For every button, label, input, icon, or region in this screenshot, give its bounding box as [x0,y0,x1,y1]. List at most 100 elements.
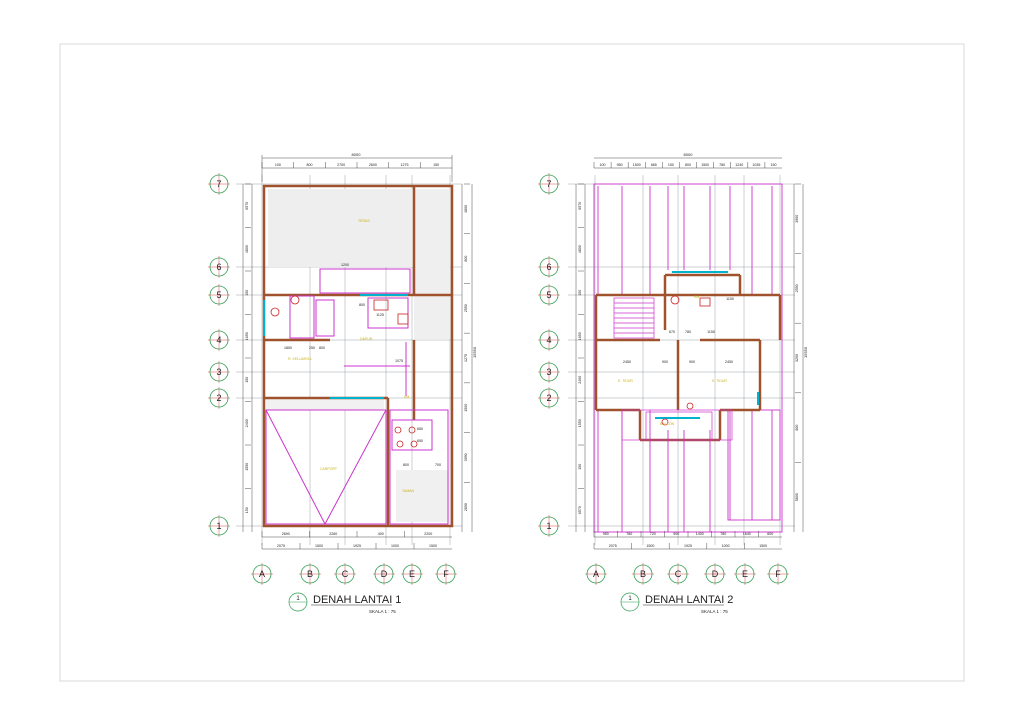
row-bubble-label: 2 [216,393,221,403]
row-bubble-label: 3 [546,367,551,377]
row-bubble-label: 5 [546,290,551,300]
svg-text:K. TIDUR: K. TIDUR [712,379,727,383]
staircase [613,297,733,441]
bottom-dim-inner-value: 950 [603,532,609,536]
column-bubble-label: D [381,569,388,579]
column-bubble-label: C [675,569,682,579]
bottom-dim-inner-value: 720 [650,532,656,536]
top-dim-value: 800 [307,163,313,167]
svg-text:CARPORT: CARPORT [320,467,338,471]
left-dim-value: 6570 [245,202,249,210]
top-dim-value: 150 [668,163,674,167]
left-dim-value: 150 [245,507,249,513]
top-dim-value: 150 [433,163,439,167]
inner-dim-value: 800 [403,463,409,467]
column-bubble-label: F [443,569,449,579]
inner-dim-value: 2450 [623,360,631,364]
inner-dim-value: 2450 [725,360,733,364]
right-dim-value: 3200 [795,354,799,362]
row-bubble-label: 7 [546,179,551,189]
left-dim-value: 1550 [578,419,582,427]
bottom-dim-inner-value: 780 [626,532,632,536]
bottom-dim-inner-value: 900 [673,532,679,536]
plan-title: DENAH LANTAI 2 [645,594,733,606]
plan-title-block: 1 DENAH LANTAI 2 SKALA 1 : 75 [620,592,733,614]
left-dim-value: 4800 [245,245,249,253]
top-dim-value: 150 [770,163,776,167]
inner-dim-value: 900 [689,360,695,364]
bottom-dim-outer-value: 1925 [353,544,361,548]
svg-text:DAPUR: DAPUR [360,337,373,341]
bottom-dim-outer-value: 1500 [429,544,437,548]
inner-dim-value: 250 [309,346,315,350]
right-dim-value: 4800 [464,205,468,213]
row-bubble-label: 4 [546,335,551,345]
row-bubble-label: 5 [216,290,221,300]
view-number: 1 [628,596,632,602]
top-dim-value: 1500 [701,163,709,167]
inner-dim-value: 800 [319,346,325,350]
left-dim-value: 150 [245,377,249,383]
left-dim-value: 4800 [578,245,582,253]
top-dim-value: 1500 [633,163,641,167]
bottom-dim-inner-value: 1640 [743,532,751,536]
plan-title-block: 1 DENAH LANTAI 1 SKALA 1 : 75 [288,592,401,614]
column-bubble-label: D [712,569,719,579]
column-bubble-label: E [742,569,748,579]
inner-dim-value: 1075 [395,359,403,363]
plan-scale: SKALA 1 : 75 [701,609,728,614]
sheet-border [59,43,965,682]
right-dim-value: 1500 [464,404,468,412]
top-dim-value: 1275 [401,163,409,167]
inner-dim-value: 780 [685,330,691,334]
top-dim-value: 950 [617,163,623,167]
plan-scale: SKALA 1 : 75 [369,609,396,614]
overall-height: 15550 [803,346,808,358]
column-bubble-label: A [593,569,599,579]
left-dim-value: 6570 [578,202,582,210]
column-bubble-label: F [775,569,781,579]
inner-dim-value: 1200 [341,263,349,267]
bottom-dim-inner-value: 600 [767,532,773,536]
paved-area [266,189,450,522]
top-dim-value: 800 [685,163,691,167]
svg-text:KM: KM [694,295,699,299]
left-dim-value: 2400 [578,376,582,384]
inner-dim-value: 900 [662,360,668,364]
bottom-dim-outer-value: 1500 [646,544,654,548]
bottom-dim-inner-value: 1400 [696,532,704,536]
row-bubble-label: 1 [216,521,221,531]
top-dim-value: 2700 [337,163,345,167]
right-dim-value: 2550 [795,284,799,292]
left-dim-value: 150 [245,290,249,296]
svg-text:K. TIDUR: K. TIDUR [618,379,633,383]
column-bubble-label: C [342,569,349,579]
overall-height: 15550 [472,346,477,358]
bottom-dim-inner-value: 2690 [282,532,290,536]
top-dim-value: 100 [275,163,281,167]
row-bubble-label: 6 [216,262,221,272]
dimension-top [594,157,782,169]
right-dim-value: 3900 [795,215,799,223]
inner-dim-value: 1125 [376,313,384,317]
row-bubble-label: 1 [546,521,551,531]
bottom-dim-outer-value: 1000 [391,544,399,548]
right-dim-value: 5800 [795,493,799,501]
bottom-dim-outer-value: 1925 [684,544,692,548]
right-dim-value: 3990 [464,453,468,461]
right-dim-value: 800 [464,256,468,262]
bottom-dim-inner-value: 2200 [424,532,432,536]
